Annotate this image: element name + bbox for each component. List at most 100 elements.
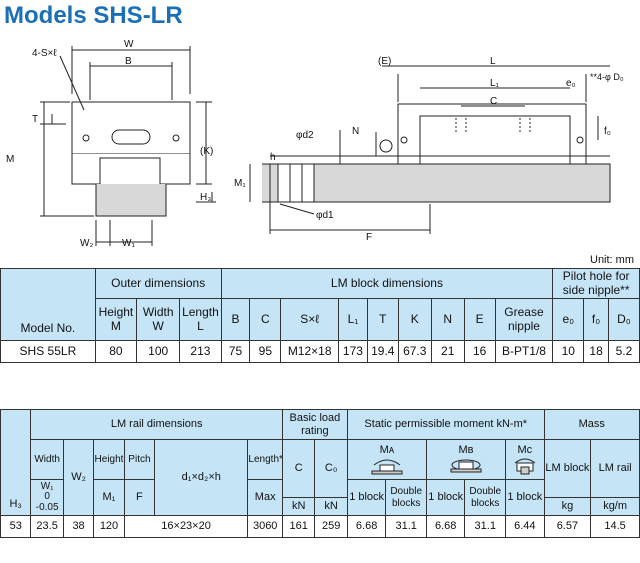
- e0-header: e₀: [552, 298, 585, 341]
- block-mass-unit: kg: [543, 497, 592, 516]
- lm-block-mass-header: LM block: [543, 439, 592, 498]
- w2-header: W₂: [62, 439, 95, 516]
- label-m1: M₁: [234, 178, 246, 189]
- cell: 38: [62, 515, 95, 538]
- mb-moment-icon: [450, 459, 482, 473]
- cell: 18: [583, 340, 609, 363]
- label-t: T: [32, 114, 38, 125]
- grease-nipple-header: Grease nipple: [494, 298, 554, 341]
- label-h3: H₃: [200, 192, 211, 203]
- l1-header: L₁: [338, 298, 368, 341]
- label-b: B: [125, 56, 132, 67]
- label-f: F: [366, 232, 372, 243]
- lm-block-dimensions-header: LM block dimensions: [220, 268, 554, 299]
- c-unit: kN: [281, 497, 316, 516]
- mc-one-block: 1 block: [505, 479, 545, 516]
- pitch-header: Pitch: [123, 439, 156, 480]
- cell: 6.44: [505, 515, 545, 538]
- label-l1: L₁: [490, 78, 500, 89]
- cell: 16: [463, 340, 496, 363]
- cell: 80: [94, 340, 138, 363]
- lm-rail-table: H₃ LM rail dimensions Basic load rating …: [0, 409, 640, 538]
- label-d2: φd2: [296, 130, 314, 141]
- ma-double-blocks: Double blocks: [385, 479, 427, 516]
- mb-double-blocks: Double blocks: [464, 479, 507, 516]
- label-k: (K): [200, 146, 213, 157]
- height-header: Height: [93, 439, 125, 480]
- cell: 173: [338, 340, 368, 363]
- cell: 161: [281, 515, 316, 538]
- static-moment-header: Static permissible moment kN-m*: [346, 409, 545, 440]
- cell: 10: [552, 340, 585, 363]
- e-header: E: [463, 298, 496, 341]
- mass-header: Mass: [543, 409, 640, 440]
- h3-header: H₃: [0, 409, 32, 516]
- label-h: h: [270, 152, 276, 163]
- cell: 19.4: [366, 340, 399, 363]
- cell: 95: [249, 340, 282, 363]
- pilot-hole-header: Pilot hole for side nipple**: [552, 268, 640, 299]
- c-header: C: [281, 439, 316, 498]
- k-header: K: [397, 298, 432, 341]
- b-header: B: [220, 298, 251, 341]
- d1d2h-header: d₁×d₂×h: [154, 439, 249, 516]
- table-row: SHS 55LR 80 100 213 75 95 M12×18 173 19.…: [0, 340, 640, 363]
- label-m: M: [6, 154, 14, 165]
- basic-load-rating-header: Basic load rating: [281, 409, 348, 440]
- cell: 6.68: [346, 515, 387, 538]
- s-header: S×ℓ: [280, 298, 340, 341]
- cell: 31.1: [385, 515, 427, 538]
- label-e0: e₀: [566, 78, 576, 89]
- page-title: Models SHS-LR: [4, 2, 183, 29]
- table-row: 53 23.5 38 120 16×23×20 3060 161 259 6.6…: [0, 515, 640, 538]
- cell: 213: [179, 340, 222, 363]
- cell: 14.5: [590, 515, 640, 538]
- t-header: T: [366, 298, 399, 341]
- c-header: C: [249, 298, 282, 341]
- cell: SHS 55LR: [0, 340, 96, 363]
- f0-header: f₀: [583, 298, 609, 341]
- cell: 120: [93, 515, 125, 538]
- cell: 31.1: [464, 515, 507, 538]
- unit-label: Unit: mm: [590, 254, 634, 266]
- cell: 5.2: [607, 340, 640, 363]
- n-header: N: [430, 298, 465, 341]
- cell: B-PT1/8: [494, 340, 554, 363]
- cell: 53: [0, 515, 32, 538]
- c0-header: C₀: [314, 439, 348, 498]
- cell: 23.5: [30, 515, 64, 538]
- label-c: C: [490, 96, 497, 107]
- label-s: 4-S×ℓ: [32, 48, 57, 59]
- mc-moment-icon: [514, 458, 536, 475]
- label-f0: f₀: [604, 126, 611, 137]
- cell: 21: [430, 340, 465, 363]
- cell: M12×18: [280, 340, 340, 363]
- outer-dimensions-header: Outer dimensions: [94, 268, 222, 299]
- c0-unit: kN: [314, 497, 348, 516]
- model-header: Model No.: [0, 268, 96, 341]
- label-w2: W₂: [80, 238, 93, 249]
- technical-drawing: W B 4-S×ℓ T M (K) H₃ W₂ W₁ (E) L L₁ e₀ *…: [6, 39, 624, 249]
- mb-header: Mв: [425, 439, 507, 480]
- cell: 75: [220, 340, 251, 363]
- mc-header: Mc: [505, 439, 545, 480]
- mb-one-block: 1 block: [425, 479, 466, 516]
- max-header: Max: [247, 479, 283, 516]
- m1-header: M₁: [93, 479, 125, 516]
- cell: 6.57: [543, 515, 592, 538]
- cell: 67.3: [397, 340, 432, 363]
- d0-header: D₀: [607, 298, 640, 341]
- cell: 3060: [247, 515, 283, 538]
- lm-block-table: Model No. Outer dimensions LM block dime…: [0, 268, 640, 363]
- length-header: Length*: [247, 439, 283, 480]
- label-l: L: [490, 56, 496, 67]
- ma-header: Mᴀ: [346, 439, 427, 480]
- label-w: W: [124, 39, 134, 50]
- ma-one-block: 1 block: [346, 479, 387, 516]
- lm-rail-dimensions-header: LM rail dimensions: [30, 409, 283, 440]
- width-header: Width: [30, 439, 64, 480]
- label-w1: W₁: [122, 238, 135, 249]
